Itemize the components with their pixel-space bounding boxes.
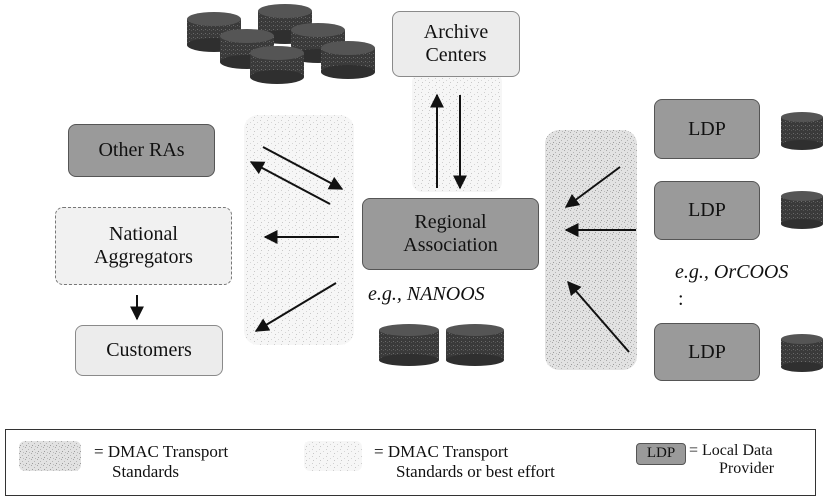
customers-label: Customers: [106, 339, 192, 361]
national-aggregators-label-line2: Aggregators: [94, 246, 193, 268]
database-icon: [250, 46, 304, 84]
arrow-other-ras-to-ra: [262, 146, 344, 190]
ldp-databases: [781, 112, 823, 372]
database-icon: [781, 112, 823, 150]
legend-ldp-badge-label: LDP: [646, 445, 676, 462]
regional-association-label-line1: Regional: [414, 211, 487, 233]
legend-ldp-badge: LDP: [636, 443, 686, 465]
standards-band-right: [545, 130, 637, 370]
arrow-ldp1-to-ra: [564, 166, 621, 208]
best-effort-band-left: [244, 115, 354, 345]
nanoos-example-label: e.g., NANOOS: [368, 283, 485, 305]
national-aggregators-box: National Aggregators: [55, 207, 232, 285]
regional-association-box: Regional Association: [362, 198, 539, 270]
archive-centers-label-line2: Centers: [425, 44, 487, 66]
ldp-label: LDP: [688, 117, 726, 140]
best-effort-band-archive: [412, 72, 502, 192]
national-aggregators-label-line1: National: [109, 223, 178, 245]
archive-centers-box: Archive Centers: [392, 11, 520, 77]
regional-association-label-line2: Association: [403, 234, 498, 256]
ldp-label: LDP: [688, 199, 726, 221]
legend-standards-line2: Standards: [112, 461, 180, 481]
legend-swatch-best-effort: [304, 441, 362, 471]
database-icon: [781, 191, 823, 229]
other-ras-box: Other RAs: [68, 124, 215, 177]
orcoos-example-label: e.g., OrCOOS: [675, 261, 789, 283]
database-icon: [379, 324, 439, 366]
nanoos-databases: [379, 324, 504, 366]
legend-best-effort-line2: Standards or best effort: [396, 461, 555, 481]
archive-centers-label-line1: Archive: [423, 21, 489, 43]
legend-item-standards: = DMAC Transport Standards: [94, 442, 228, 481]
legend-swatch-standards: [19, 441, 81, 471]
legend-ldp-line2: Provider: [719, 460, 775, 478]
other-ras-label: Other RAs: [98, 139, 185, 161]
vertical-ellipsis: :: [678, 288, 684, 310]
arrow-ldp3-to-ra: [567, 280, 630, 353]
legend-best-effort-line1: = DMAC Transport: [374, 442, 509, 461]
legend-ldp-line1: = Local Data: [689, 442, 773, 459]
archive-databases: [187, 4, 375, 84]
database-icon: [446, 324, 504, 366]
database-icon: [781, 334, 823, 372]
legend-item-best-effort: = DMAC Transport Standards or best effor…: [374, 442, 555, 481]
arrow-ra-to-other-ras: [249, 161, 331, 205]
arrow-ra-to-customers: [254, 282, 337, 332]
legend-standards-line1: = DMAC Transport: [94, 442, 229, 461]
ldp-box-2: LDP: [654, 181, 760, 240]
ldp-box-1: LDP: [654, 99, 760, 159]
customers-box: Customers: [75, 325, 223, 376]
database-icon: [321, 41, 375, 79]
ldp-box-3: LDP: [654, 323, 760, 381]
legend: = DMAC Transport Standards = DMAC Transp…: [5, 429, 816, 496]
legend-item-local-data-provider: = Local Data Provider: [689, 442, 774, 479]
ldp-label: LDP: [688, 340, 726, 363]
